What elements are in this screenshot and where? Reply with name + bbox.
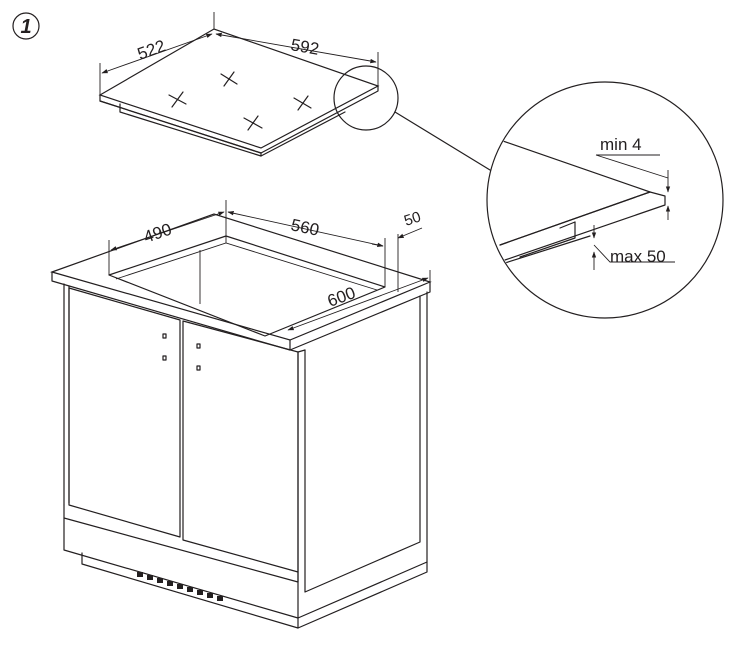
step-number-badge: 1 (12, 12, 40, 40)
detail-circle (486, 81, 724, 319)
hob-burner-marks (168, 71, 312, 131)
hob-drawing: 522 592 (98, 12, 491, 171)
min-gap-label: min 4 (600, 135, 642, 154)
ventilation-grille (137, 572, 223, 601)
worktop-surface (50, 213, 432, 341)
detail-view: min 4 max 50 (486, 81, 724, 319)
cabinet-door-left (68, 287, 181, 538)
door-handles (162, 333, 201, 371)
back-clearance-label: 50 (402, 208, 423, 229)
cabinet-drawing: 490 560 50 600 (50, 200, 432, 629)
hob-width-label: 592 (289, 35, 320, 59)
step-number: 1 (20, 16, 31, 38)
cutout-width-label: 560 (289, 215, 321, 239)
cabinet-door-right (182, 320, 299, 573)
detail-callout-circle (333, 65, 399, 131)
max-thickness-label: max 50 (610, 247, 666, 266)
